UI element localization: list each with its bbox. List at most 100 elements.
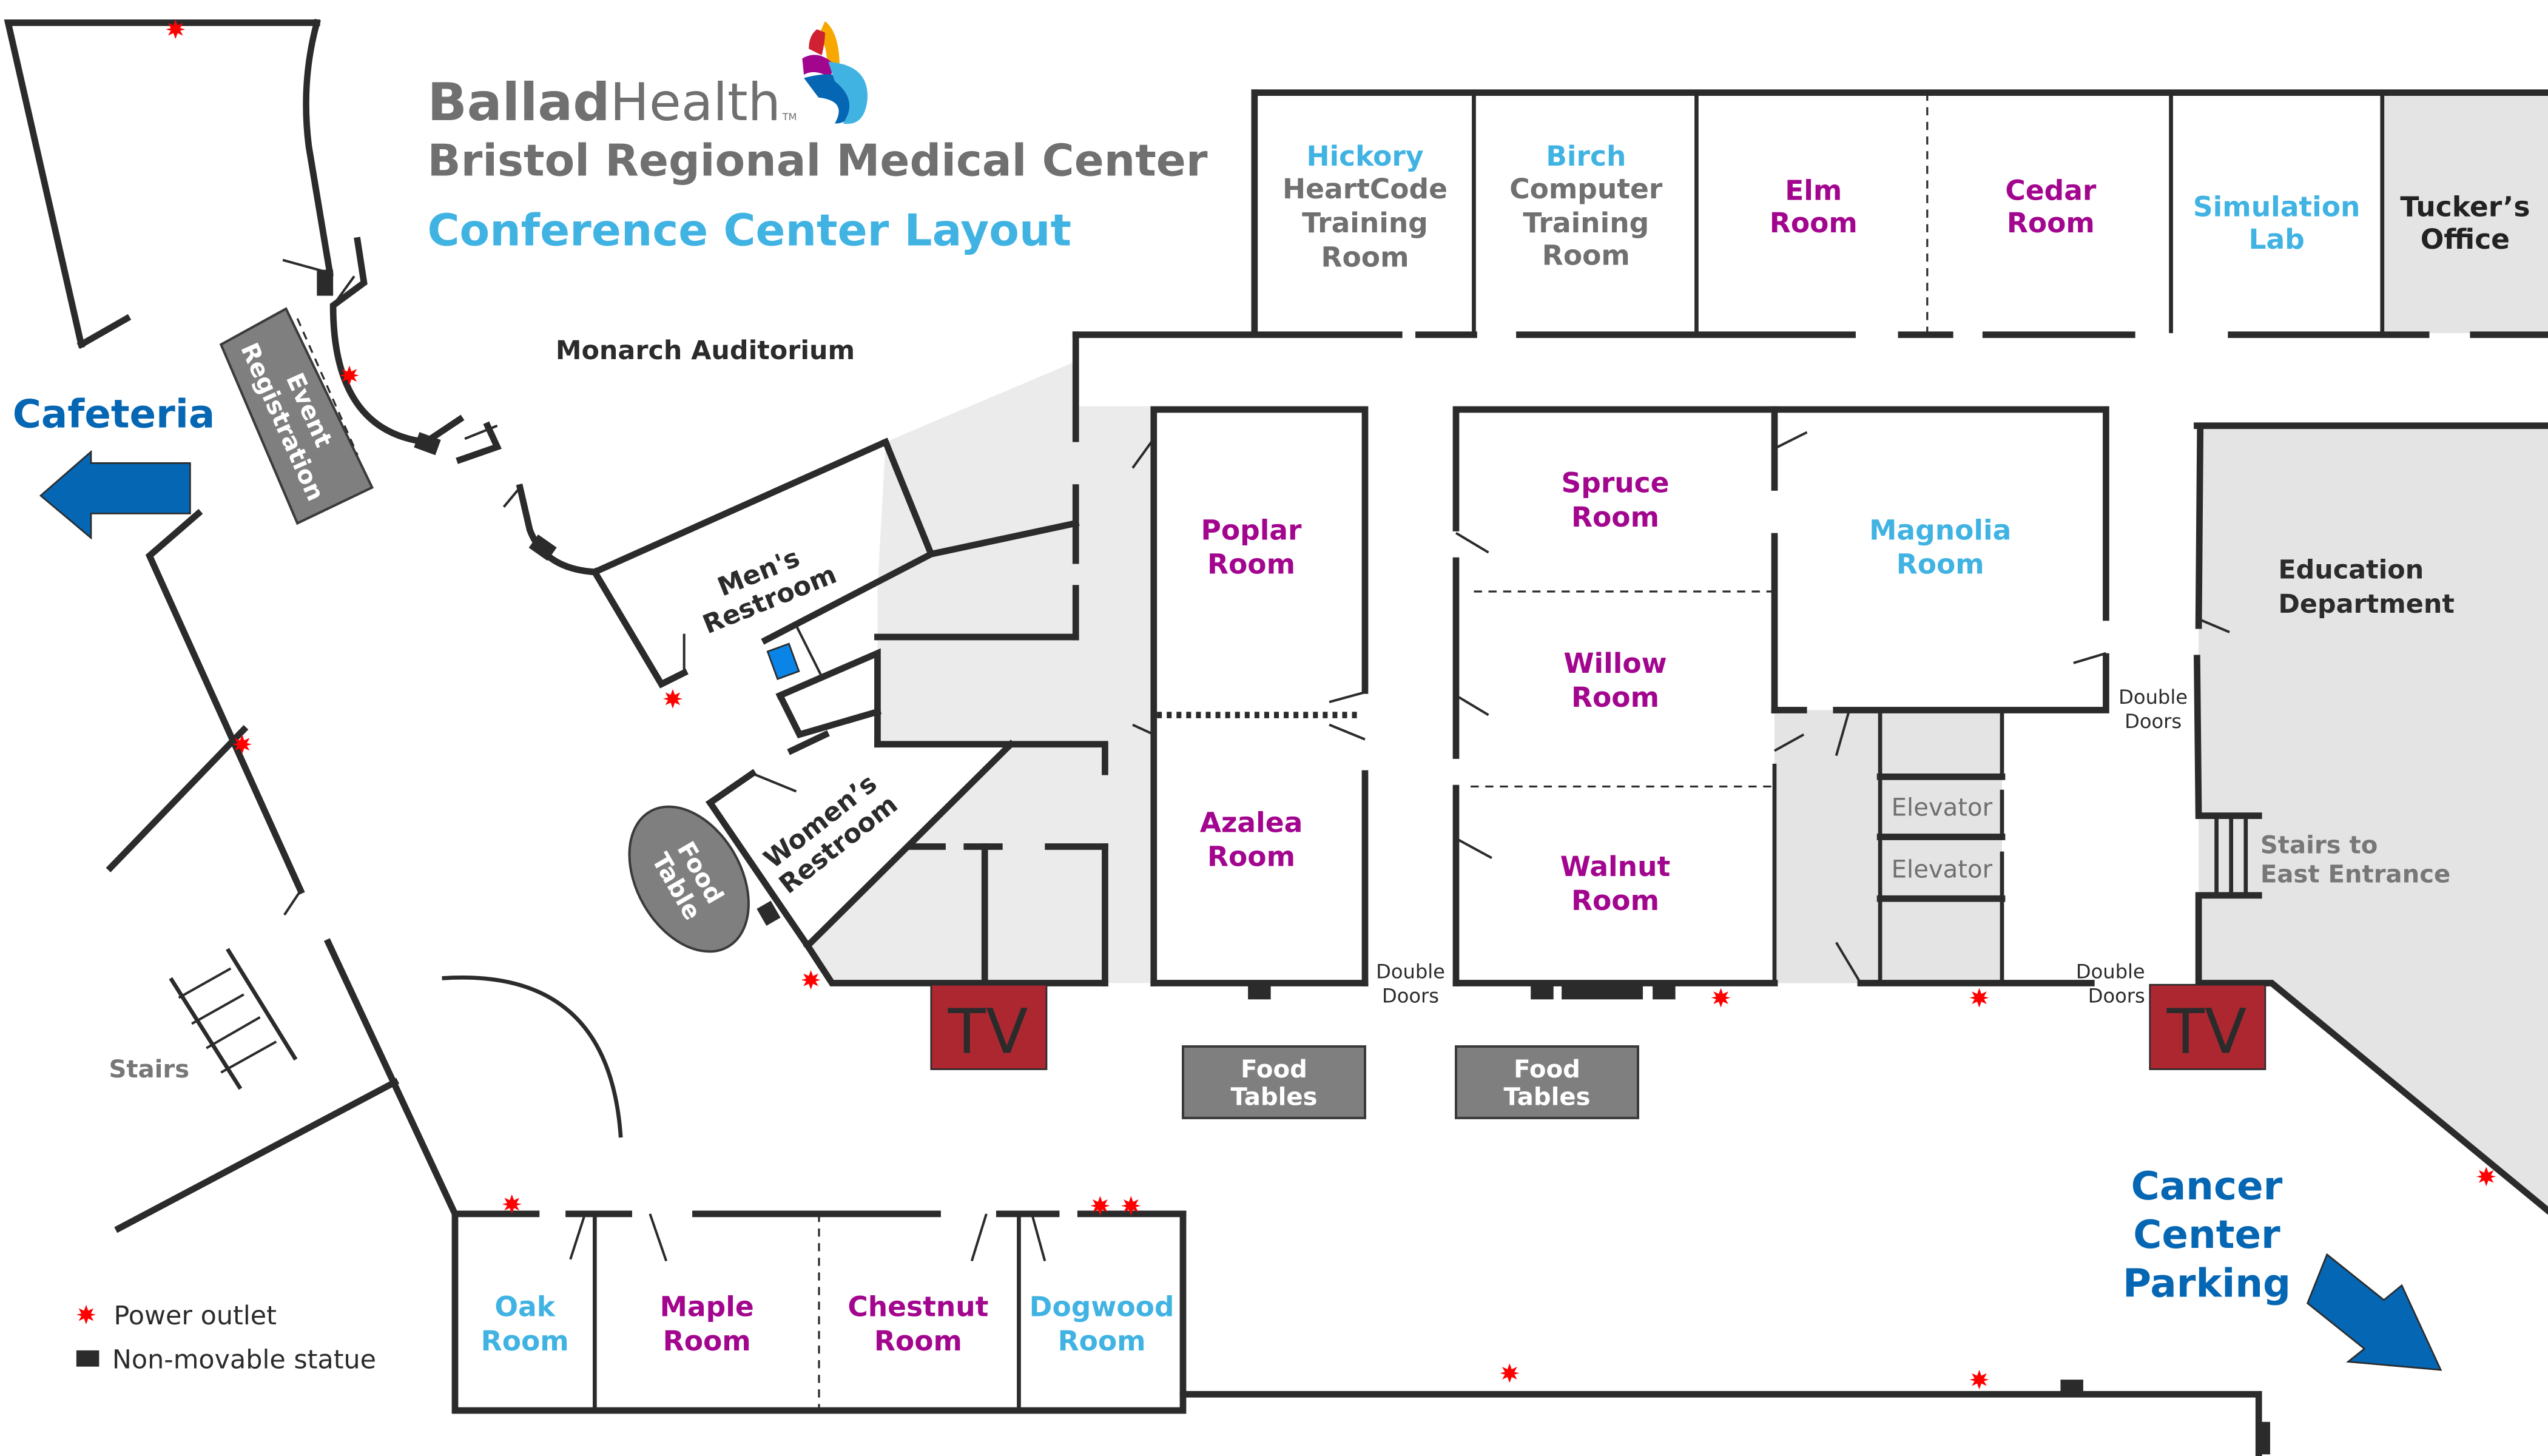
double-doors-3-line1: Double — [2118, 686, 2188, 709]
room-line: Room — [2007, 207, 2095, 239]
room-name: Walnut — [1560, 851, 1670, 883]
room-name: Spruce — [1561, 467, 1669, 499]
room-elm[interactable]: Elm Room — [1770, 174, 1858, 239]
room-line: Training — [1302, 207, 1428, 239]
food-tables-1: Food Tables — [1181, 1045, 1367, 1119]
arrow-down-right-icon — [2306, 1253, 2442, 1371]
bottom-room-walls — [451, 1210, 2270, 1456]
elevator-1-label: Elevator — [1892, 794, 1993, 822]
power-outlet-icon — [1500, 1363, 1520, 1383]
monarch-auditorium-label: Monarch Auditorium — [556, 335, 855, 366]
room-name: Willow — [1563, 647, 1667, 679]
statue — [1562, 983, 1643, 1000]
room-line: Lab — [2249, 223, 2305, 255]
statue — [528, 534, 557, 561]
room-birch[interactable]: Birch Computer Training Room — [1509, 140, 1663, 271]
power-outlet-icon — [1969, 988, 1989, 1008]
room-walnut[interactable]: Walnut Room — [1560, 851, 1670, 917]
statue — [1653, 983, 1676, 1000]
room-line: Room — [1207, 548, 1295, 581]
power-outlet-icon — [662, 689, 682, 709]
room-line: Training — [1523, 207, 1649, 239]
room-oak[interactable]: Oak Room — [481, 1291, 569, 1357]
room-line: Room — [1058, 1325, 1146, 1357]
power-outlet-icon — [801, 970, 821, 990]
double-doors-2-line1: Double — [2076, 960, 2145, 983]
statue — [1531, 983, 1554, 1000]
room-hickory[interactable]: Hickory HeartCode Training Room — [1282, 140, 1448, 273]
page-subtitle: Conference Center Layout — [427, 205, 1071, 256]
statue-icon — [76, 1350, 99, 1367]
tv-left: TV — [930, 983, 1048, 1070]
room-line: Room — [1207, 841, 1295, 873]
center-room-walls — [1452, 406, 2109, 1000]
logo-brand-light: Health — [610, 72, 781, 133]
food-tables-1-line2: Tables — [1231, 1083, 1318, 1111]
double-doors-3-line2: Doors — [2125, 710, 2182, 733]
room-line: Room — [1321, 241, 1409, 273]
room-name: Hickory — [1306, 140, 1423, 172]
room-simulation-lab[interactable]: Simulation Lab — [2193, 190, 2361, 255]
room-name: Poplar — [1201, 514, 1303, 546]
statue — [1248, 983, 1271, 1000]
room-line: HeartCode — [1282, 173, 1448, 205]
room-line: Room — [1896, 548, 1984, 581]
room-magnolia[interactable]: Magnolia Room — [1869, 514, 2011, 580]
cancer-center-line3: Parking — [2123, 1261, 2291, 1307]
restroom-walls — [590, 331, 1108, 986]
room-cedar[interactable]: Cedar Room — [2005, 174, 2097, 239]
room-line: Room — [663, 1325, 751, 1357]
room-line: Room — [481, 1325, 569, 1357]
room-line: Room — [1571, 681, 1659, 713]
monarch-auditorium-walls — [4, 18, 890, 576]
room-name: Birch — [1546, 140, 1626, 172]
room-tuckers-office[interactable]: Tucker’s Office — [2400, 190, 2530, 255]
ballad-health-logo: BalladHealth TM — [427, 21, 868, 133]
room-name: Chestnut — [848, 1291, 988, 1323]
room-azalea[interactable]: Azalea Room — [1200, 806, 1303, 872]
room-maple[interactable]: Maple Room — [660, 1291, 754, 1357]
room-line: Room — [1571, 501, 1659, 533]
legend: Power outlet Non-movable statue — [76, 1301, 376, 1375]
room-name: Elm — [1785, 174, 1842, 206]
legend-statue: Non-movable statue — [112, 1344, 376, 1375]
top-room-walls — [1072, 89, 2548, 339]
ballad-health-logo-mark — [802, 21, 868, 124]
stairs-label: Stairs — [109, 1056, 189, 1084]
room-willow[interactable]: Willow Room — [1563, 647, 1667, 713]
shaded-corridors — [807, 92, 2548, 1211]
room-line: Room — [1770, 207, 1858, 239]
sink-icon — [766, 642, 800, 680]
food-tables-2: Food Tables — [1454, 1045, 1640, 1119]
power-outlet-icon — [1711, 988, 1731, 1008]
education-department-line1: Education — [2278, 555, 2424, 585]
double-doors-1-line1: Double — [1376, 960, 1445, 983]
cancer-center-line2: Center — [2133, 1212, 2280, 1258]
room-line: Room — [1571, 885, 1659, 917]
room-chestnut[interactable]: Chestnut Room — [848, 1291, 988, 1357]
food-table-oval: Food Table — [628, 805, 750, 953]
svg-text:BalladHealth: BalladHealth — [427, 72, 781, 133]
statue — [757, 900, 781, 926]
room-line: Office — [2421, 223, 2510, 255]
room-line: Room — [874, 1325, 962, 1357]
room-poplar[interactable]: Poplar Room — [1201, 514, 1303, 580]
elevator-2-label: Elevator — [1892, 855, 1993, 883]
room-spruce[interactable]: Spruce Room — [1561, 467, 1669, 533]
power-outlet-icon — [1969, 1370, 1989, 1390]
mens-restroom: Men's Restroom — [699, 542, 841, 640]
statue — [2060, 1380, 2083, 1396]
tv-label: TV — [948, 997, 1028, 1068]
food-tables-2-line1: Food — [1514, 1056, 1580, 1084]
tv-label: TV — [2166, 997, 2247, 1068]
logo-trademark: TM — [782, 111, 797, 123]
room-name: Magnolia — [1869, 514, 2011, 546]
room-dogwood[interactable]: Dogwood Room — [1030, 1291, 1175, 1357]
room-name: Simulation — [2193, 190, 2361, 223]
education-department-line2: Department — [2278, 589, 2455, 619]
room-line: Computer — [1509, 173, 1663, 205]
power-outlet-icon — [76, 1304, 96, 1325]
stairs-east-line1: Stairs to — [2260, 831, 2378, 859]
power-outlet-icon — [2476, 1167, 2496, 1187]
